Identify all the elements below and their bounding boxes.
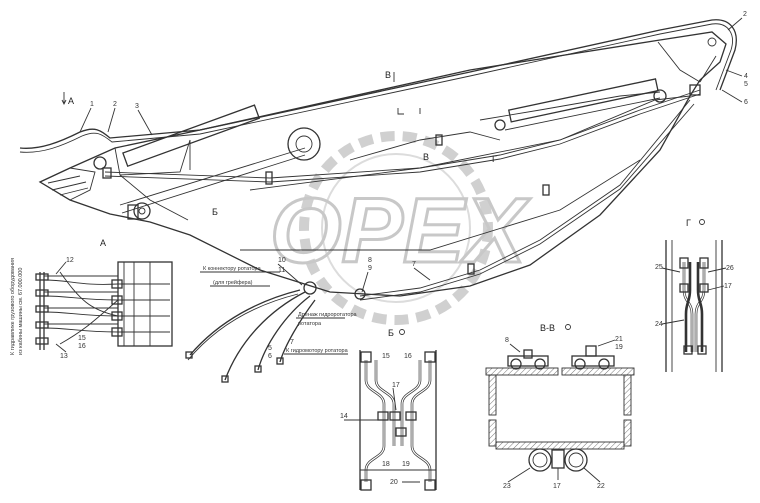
callout-22: 22 bbox=[597, 483, 605, 490]
section-vv-title: В-В bbox=[540, 323, 555, 333]
view-label-v-main: В bbox=[385, 70, 391, 80]
callout-26: 26 bbox=[726, 265, 734, 272]
callout-20: 20 bbox=[390, 479, 398, 486]
callout-23: 23 bbox=[503, 483, 511, 490]
callout-17-vv: 17 bbox=[553, 483, 561, 490]
callout-17-b: 17 bbox=[392, 382, 400, 389]
callout-16-a: 16 bbox=[78, 343, 86, 350]
callout-1: 1 bbox=[90, 101, 94, 108]
callout-18: 18 bbox=[382, 461, 390, 468]
detail-g-title: Г bbox=[686, 218, 691, 228]
callout-21: 21 bbox=[615, 336, 623, 343]
callout-16: 16 bbox=[404, 353, 412, 360]
callout-5: 5 bbox=[744, 81, 748, 88]
callout-2-right: 2 bbox=[743, 11, 747, 18]
callout-17-g: 17 bbox=[724, 283, 732, 290]
callout-15: 15 bbox=[382, 353, 390, 360]
hose-run-top bbox=[19, 19, 737, 301]
callout-25: 25 bbox=[655, 264, 663, 271]
view-label-v-main2: В bbox=[423, 152, 429, 162]
callout-8-vv: 8 bbox=[505, 337, 509, 344]
detail-a: А 12 13 15 16 К гидравлике грузового обо… bbox=[10, 238, 173, 360]
callout-3: 3 bbox=[135, 103, 139, 110]
callout-24: 24 bbox=[655, 321, 663, 328]
callouts-main: 1 2 3 2 4 5 6 bbox=[79, 11, 748, 136]
callout-19-vv: 19 bbox=[615, 344, 623, 351]
callout-4: 4 bbox=[744, 73, 748, 80]
view-label-b-main: Б bbox=[212, 207, 218, 217]
callout-7-lower: 7 bbox=[290, 339, 294, 346]
rotator-hoses bbox=[185, 281, 366, 383]
arm-cylinder bbox=[504, 78, 661, 131]
callout-11: 11 bbox=[278, 267, 285, 274]
callout-7-main: 7 bbox=[412, 261, 416, 268]
section-vv: В-В 8 21 19 23 17 22 bbox=[485, 323, 635, 490]
view-label-g-main: Г bbox=[492, 154, 497, 164]
side-note-2: из кабины машины см. 67.000.000 bbox=[18, 268, 24, 355]
boom-cylinder bbox=[119, 104, 306, 214]
callout-9: 9 bbox=[368, 265, 372, 272]
callout-13: 13 bbox=[60, 353, 68, 360]
note-rotator-drain: Дренаж гидроротатора bbox=[298, 312, 358, 318]
detail-a-title: А bbox=[100, 238, 106, 248]
callout-15-a: 15 bbox=[78, 335, 86, 342]
callout-8-main: 8 bbox=[368, 257, 372, 264]
callout-10: 10 bbox=[278, 257, 286, 264]
note-rotator-drain-2: ротатора bbox=[298, 321, 322, 327]
side-note-1: К гидравлике грузового оборудования bbox=[10, 258, 16, 355]
callout-5-lower: 5 bbox=[268, 345, 272, 352]
detail-b-title: Б bbox=[388, 328, 394, 338]
callout-12: 12 bbox=[66, 257, 74, 264]
detail-g: Г 25 26 17 24 bbox=[655, 218, 734, 372]
detail-b: Б 15 16 17 14 18 19 20 bbox=[340, 328, 437, 491]
note-rotator-hyd: К гидромотору ротатора bbox=[286, 348, 349, 354]
callout-6: 6 bbox=[744, 99, 748, 106]
callout-2: 2 bbox=[113, 101, 117, 108]
note-for-grab: (для грейфера) bbox=[213, 279, 253, 286]
view-label-a-top: А bbox=[68, 96, 74, 106]
notes-main: К коннектору ротатора (для грейфера) Дре… bbox=[200, 257, 431, 360]
callout-6-lower: 6 bbox=[268, 353, 272, 360]
callout-14: 14 bbox=[340, 413, 348, 420]
callout-19: 19 bbox=[402, 461, 410, 468]
note-connector-rotator: К коннектору ротатора bbox=[203, 266, 262, 272]
